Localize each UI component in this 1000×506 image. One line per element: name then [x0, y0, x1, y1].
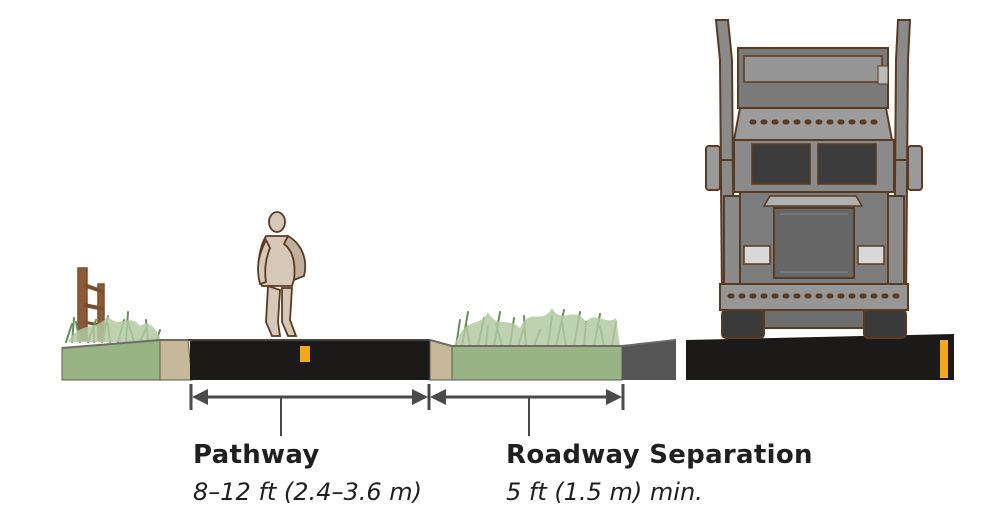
pathway-measure: 8–12 ft (2.4–3.6 m): [193, 478, 422, 506]
separation-dimension: [430, 384, 625, 436]
pathway-surface: [188, 339, 430, 380]
separation-buffer: [429, 339, 623, 381]
pedestrian-icon: [257, 211, 307, 337]
separation-measure: 5 ft (1.5 m) min.: [506, 478, 703, 506]
pathway-title: Pathway: [193, 440, 320, 470]
left-ground: [61, 339, 193, 381]
truck-icon: [705, 19, 923, 339]
pathway-dimension: [189, 384, 431, 436]
pathway-center-line: [300, 346, 310, 362]
roadway-surface: [621, 334, 954, 380]
roadway-center-line: [940, 340, 948, 378]
separation-title: Roadway Separation: [506, 440, 813, 470]
